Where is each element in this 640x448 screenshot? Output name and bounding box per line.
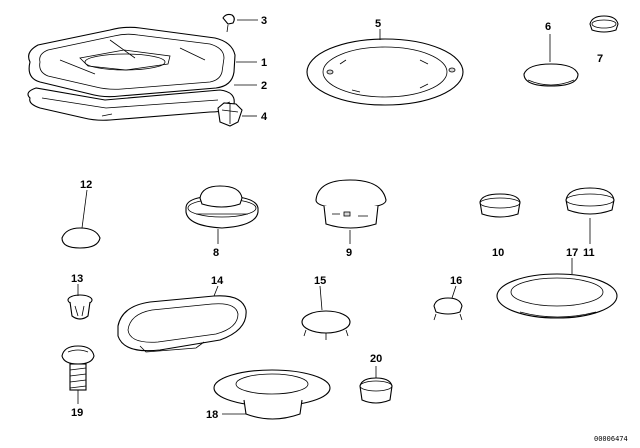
label-12: 12	[80, 179, 92, 191]
part-6-plug	[523, 34, 579, 87]
part-8-grommet	[185, 185, 259, 244]
label-4: 4	[261, 111, 268, 123]
part-7-cap	[589, 15, 619, 33]
part-10-plug	[479, 193, 521, 218]
label-6: 6	[545, 21, 551, 33]
part-12-cap	[61, 189, 101, 249]
label-5: 5	[375, 18, 381, 30]
part-9-plug	[315, 179, 387, 244]
diagram-code: 00006474	[594, 435, 628, 443]
part-11-cap	[565, 187, 615, 244]
label-13: 13	[71, 273, 83, 285]
label-19: 19	[71, 407, 83, 419]
part-19-screw	[61, 345, 95, 404]
label-14: 14	[211, 275, 224, 287]
part-17-grommet	[496, 258, 618, 319]
label-18: 18	[206, 409, 218, 421]
label-10: 10	[492, 247, 504, 259]
part-15-cap	[301, 285, 351, 340]
label-15: 15	[314, 275, 326, 287]
label-2: 2	[261, 80, 267, 92]
label-9: 9	[346, 247, 352, 259]
part-14-grommet	[117, 285, 247, 353]
part-3-clip	[222, 13, 235, 33]
label-8: 8	[213, 247, 219, 259]
label-7: 7	[597, 53, 603, 65]
label-16: 16	[450, 275, 462, 287]
part-5-ring-gasket	[306, 29, 464, 106]
part-4-clip-nut	[217, 102, 243, 127]
part-16-cap	[433, 285, 463, 321]
part-1-cover	[28, 26, 236, 98]
label-1: 1	[261, 57, 267, 69]
part-18-grommet	[213, 369, 331, 420]
label-20: 20	[370, 353, 382, 365]
label-3: 3	[261, 15, 267, 27]
part-13-clip	[67, 284, 93, 320]
part-2-gasket	[27, 87, 235, 121]
label-17: 17	[566, 247, 578, 259]
part-20-plug	[359, 366, 393, 404]
leader-lines-1-4	[234, 19, 258, 117]
label-11: 11	[583, 247, 595, 259]
